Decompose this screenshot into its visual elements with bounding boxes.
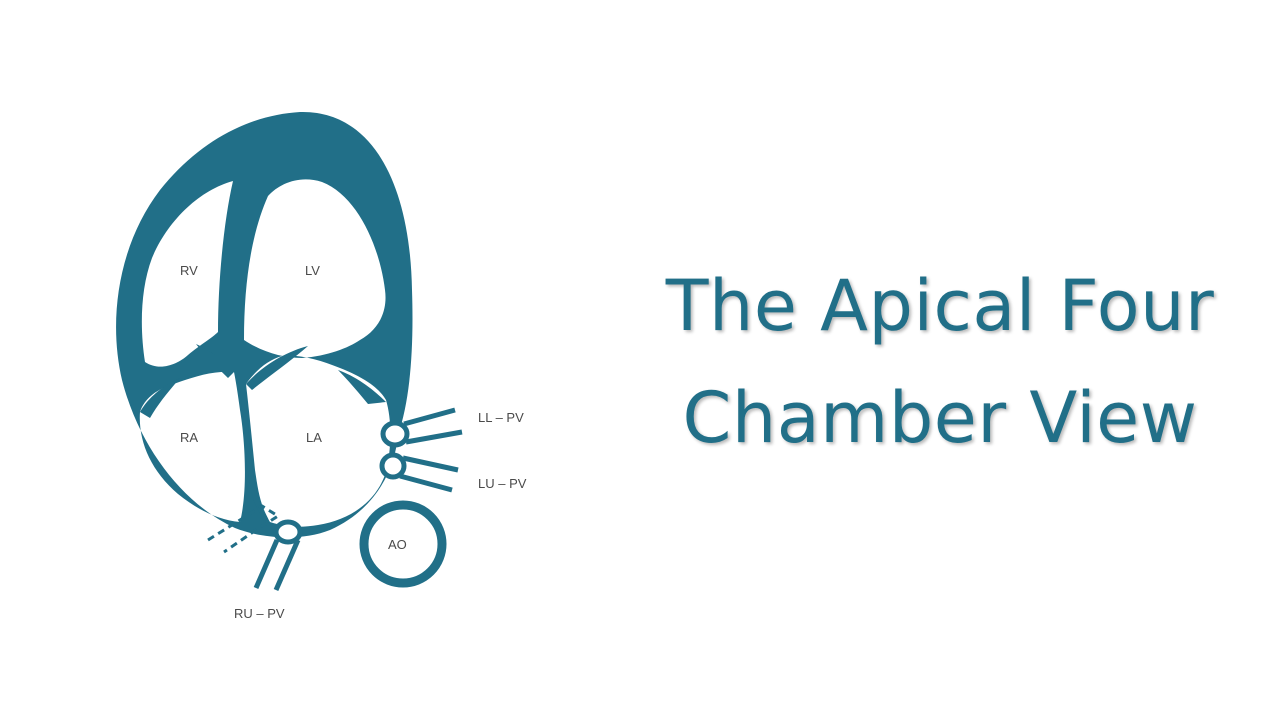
rl-pv-dashed-vessel (207, 504, 281, 554)
lu-pv-vessel-lower (399, 473, 453, 493)
heart-diagram: RV LV RA LA AO LL – PV LU – PV RU – PV (116, 111, 527, 621)
ru-pv-vessel-left (253, 538, 280, 590)
label-lv: LV (305, 263, 320, 278)
tricuspid-leaflet-anterior (140, 378, 180, 418)
heart-wall (116, 111, 413, 538)
label-ll-pv: LL – PV (478, 410, 524, 425)
ll-pv-vessel-upper (403, 407, 456, 427)
label-ru-pv: RU – PV (234, 606, 285, 621)
ru-pv-vessel-right (273, 538, 301, 592)
label-la: LA (306, 430, 322, 445)
mitral-leaflet-anterior (246, 346, 308, 390)
label-ao: AO (388, 537, 407, 552)
lu-pv-vessel-upper (402, 455, 459, 473)
slide-title-line-2: Chamber View (682, 377, 1198, 459)
label-ra: RA (180, 430, 198, 445)
ll-pv-vessel-lower (405, 429, 463, 445)
tricuspid-leaflet-septal (196, 344, 234, 378)
lu-pv-ostium (379, 452, 407, 480)
aorta-ring (359, 500, 447, 588)
ru-pv-ostium (273, 519, 303, 545)
label-lu-pv: LU – PV (478, 476, 527, 491)
slide-title-line-1: The Apical Four (665, 265, 1215, 347)
ll-pv-ostium (380, 420, 410, 448)
mitral-leaflet-posterior (338, 370, 386, 404)
label-rv: RV (180, 263, 198, 278)
slide-title: The Apical Four Chamber View (620, 250, 1260, 474)
atrial-septum (240, 387, 269, 522)
heart-diagram-svg: RV LV RA LA AO LL – PV LU – PV RU – PV (116, 111, 527, 621)
